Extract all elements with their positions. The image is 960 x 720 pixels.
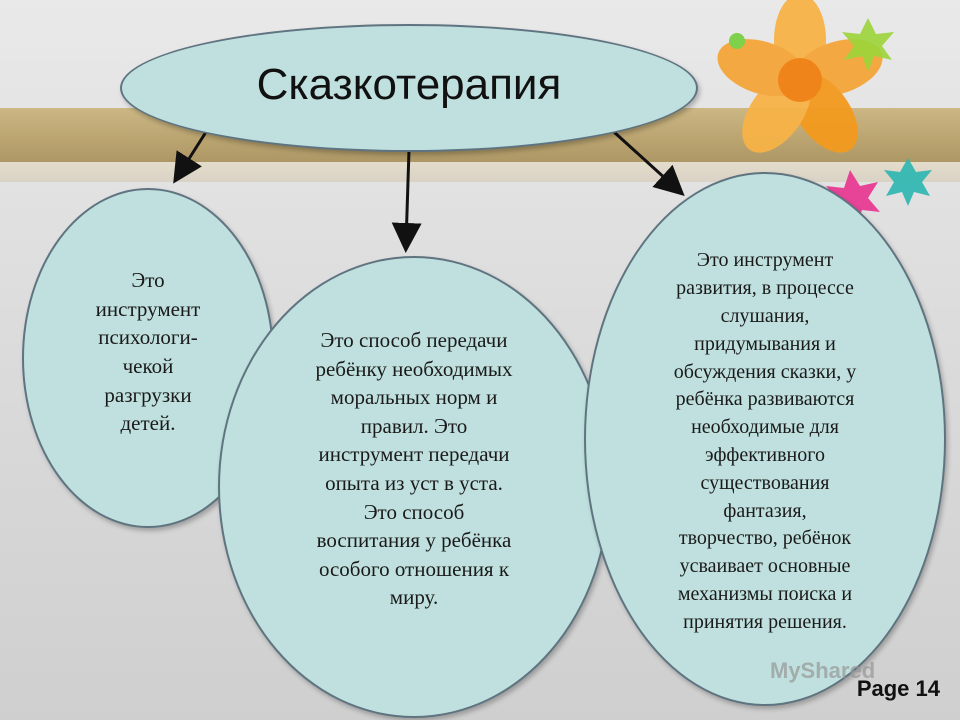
definition-text-2: Это способ передачи ребёнку необходимых … — [315, 328, 513, 610]
definition-text-3: Это инструмент развития, в процессе слуш… — [673, 249, 857, 633]
diagram-title: Сказкотерапия — [256, 60, 562, 109]
title-oval: Сказкотерапия — [120, 24, 698, 152]
definition-text-1: Это инструмент психологи- чекой разгрузк… — [95, 268, 201, 436]
arrow-left — [173, 131, 208, 184]
decor-band-light — [0, 162, 960, 182]
arrow-center — [391, 149, 422, 253]
definition-oval-2: Это способ передачи ребёнку необходимых … — [218, 256, 610, 718]
arrow-right — [612, 130, 685, 197]
watermark: MyShared — [770, 658, 876, 683]
definition-oval-3: Это инструмент развития, в процессе слуш… — [584, 172, 946, 706]
page-number: Page 14 — [856, 676, 940, 701]
